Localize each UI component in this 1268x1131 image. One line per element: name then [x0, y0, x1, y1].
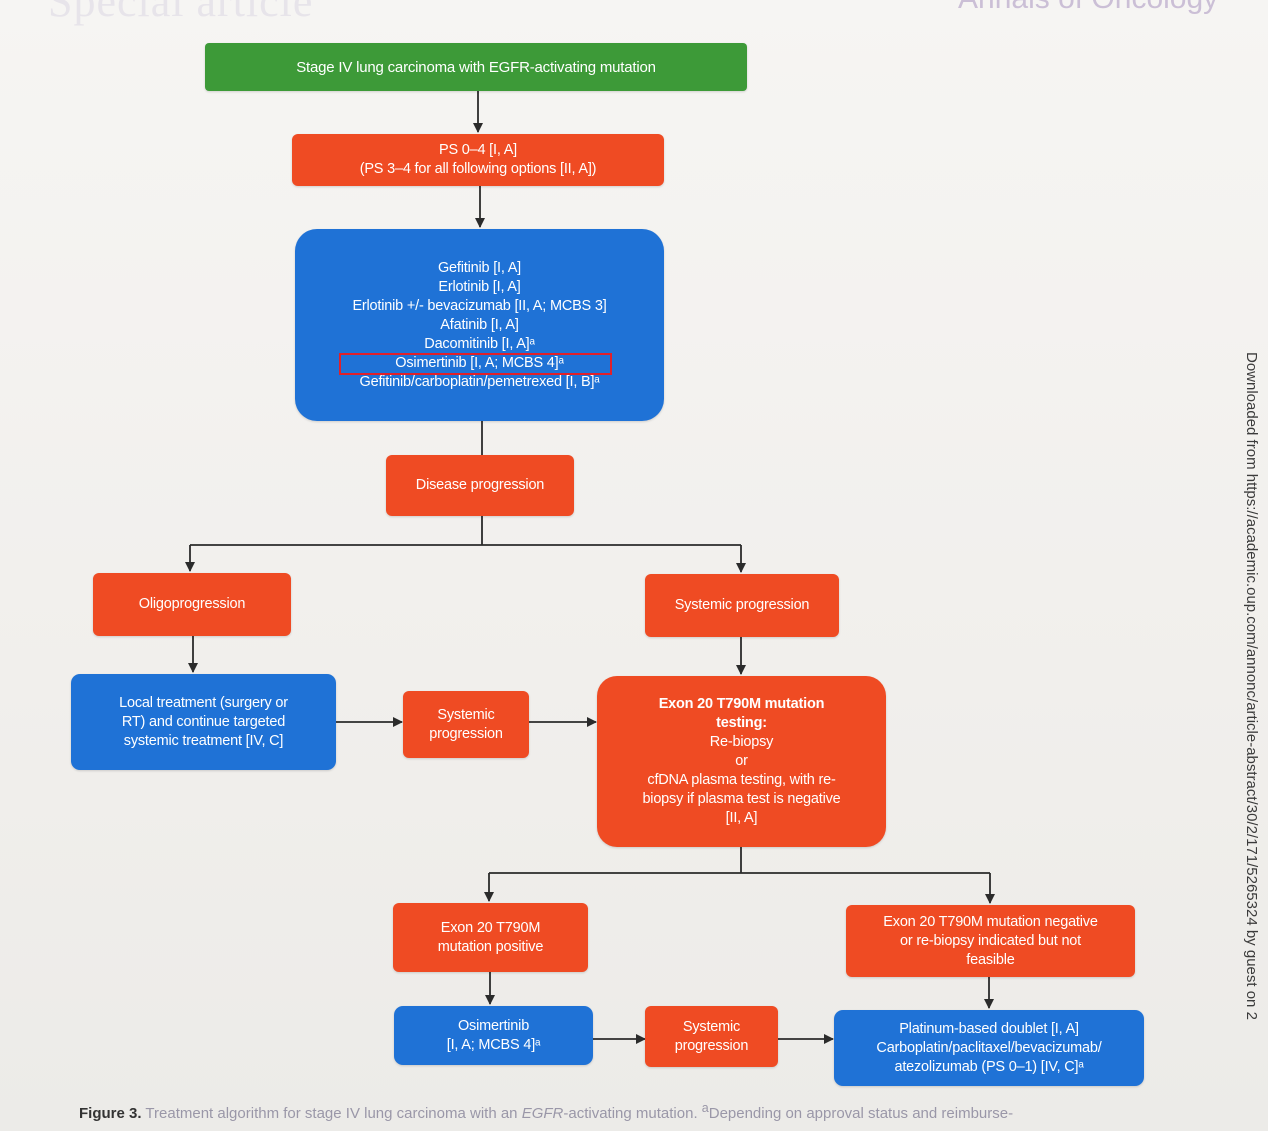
journal-title: Annals of Oncology — [958, 0, 1218, 16]
node-text: systemic treatment [IV, C] — [123, 732, 284, 749]
node-text: [II, A] — [725, 810, 758, 826]
node-text: feasible — [966, 951, 1015, 968]
node-text: Systemic — [682, 1018, 741, 1035]
branch-progression — [190, 516, 741, 546]
therapy-line: Gefitinib/carboplatin/pemetrexed [I, B]ᵃ — [359, 373, 600, 390]
caption-text: -activating mutation. — [563, 1105, 702, 1122]
node-text: RT) and continue targeted — [121, 713, 286, 730]
node-text: Exon 20 T790M — [440, 919, 541, 936]
node-text: Stage IV lung carcinoma with EGFR-activa… — [296, 58, 656, 76]
therapy-line: Gefitinib [I, A] — [437, 259, 522, 276]
therapy-line: Erlotinib [I, A] — [438, 278, 521, 295]
node-systemic-progression-mid: Systemic progression — [403, 691, 529, 758]
node-text: atezolizumab (PS 0–1) [IV, C]ᵃ — [894, 1058, 1084, 1075]
node-text: Systemic — [437, 706, 495, 723]
node-osimertinib: Osimertinib [I, A; MCBS 4]ᵃ — [394, 1006, 593, 1065]
node-text: Oligoprogression — [138, 596, 246, 612]
caption-text: Treatment algorithm for stage IV lung ca… — [141, 1105, 522, 1122]
therapy-line: Afatinib [I, A] — [440, 316, 519, 333]
therapy-line: Osimertinib [I, A; MCBS 4]ᵃ — [395, 354, 564, 371]
node-text: biopsy if plasma test is negative — [642, 791, 841, 807]
node-systemic-progression-bottom: Systemic progression — [645, 1006, 778, 1067]
node-text: mutation positive — [437, 938, 544, 955]
osimertinib-highlight-box — [339, 353, 612, 375]
node-text: or re-biopsy indicated but not — [900, 932, 1081, 949]
figure-caption: Figure 3. Treatment algorithm for stage … — [79, 1101, 1159, 1122]
node-text: Platinum-based doublet [I, A] — [899, 1020, 1079, 1037]
node-heading: Exon 20 T790M mutation — [658, 696, 825, 712]
node-mutation-negative: Exon 20 T790M mutation negative or re-bi… — [846, 905, 1135, 977]
node-text: or — [735, 753, 748, 769]
node-stage-iv: Stage IV lung carcinoma with EGFR-activa… — [205, 43, 747, 91]
node-text: Re-biopsy — [709, 734, 774, 750]
therapy-line: Dacomitinib [I, A]ᵃ — [424, 335, 535, 352]
figure-label: Figure 3. — [79, 1105, 142, 1122]
node-systemic-progression: Systemic progression — [645, 574, 839, 637]
caption-footnote-mark: a — [701, 1101, 709, 1115]
node-text: Carboplatin/paclitaxel/bevacizumab/ — [876, 1039, 1102, 1056]
journal-section-label: Special article — [48, 0, 314, 26]
node-text: [I, A; MCBS 4]ᵃ — [446, 1036, 541, 1053]
node-text: cfDNA plasma testing, with re- — [647, 772, 836, 788]
node-text: Osimertinib — [457, 1017, 530, 1034]
node-local-treatment: Local treatment (surgery or RT) and cont… — [71, 674, 336, 770]
node-text: Local treatment (surgery or — [119, 694, 288, 711]
node-platinum-doublet: Platinum-based doublet [I, A] Carboplati… — [834, 1010, 1144, 1086]
caption-gene: EGFR — [521, 1105, 564, 1122]
node-first-line-therapies: Gefitinib [I, A] Erlotinib [I, A] Erloti… — [295, 229, 664, 421]
download-notice: Downloaded from https://academic.oup.com… — [1243, 352, 1260, 1020]
node-disease-progression: Disease progression — [386, 455, 574, 516]
node-oligoprogression: Oligoprogression — [93, 573, 291, 636]
node-text: PS 0–4 [I, A] — [438, 142, 517, 158]
node-performance-status: PS 0–4 [I, A] (PS 3–4 for all following … — [292, 134, 664, 186]
node-mutation-positive: Exon 20 T790M mutation positive — [393, 903, 588, 972]
node-text: Exon 20 T790M mutation negative — [883, 913, 1098, 930]
branch-exon — [489, 847, 990, 874]
node-text: Systemic progression — [674, 597, 810, 613]
caption-footnote: Depending on approval status and reimbur… — [708, 1105, 1014, 1122]
node-text: progression — [674, 1037, 749, 1054]
therapy-line: Erlotinib +/- bevacizumab [II, A; MCBS 3… — [352, 297, 607, 314]
node-text: progression — [429, 725, 503, 742]
node-exon20-testing: Exon 20 T790M mutation testing: Re-biops… — [597, 676, 886, 847]
node-heading: testing: — [716, 715, 767, 731]
node-text: Disease progression — [415, 477, 545, 493]
node-text: (PS 3–4 for all following options [II, A… — [359, 161, 597, 177]
